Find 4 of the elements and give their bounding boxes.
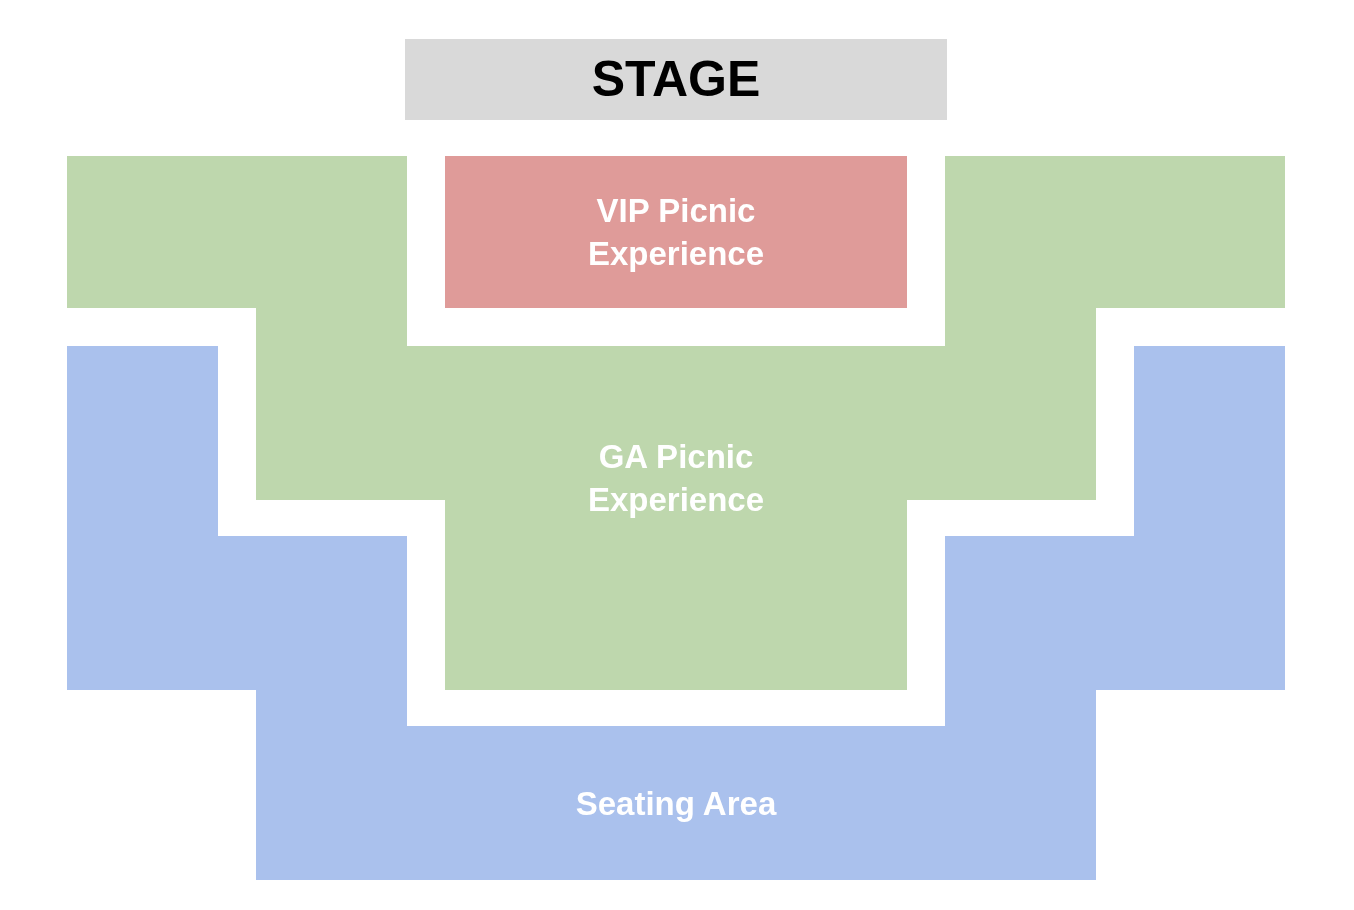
stage-label: STAGE	[591, 50, 761, 109]
section-label: GA Picnic Experience	[586, 437, 766, 520]
section-label: VIP Picnic Experience	[586, 191, 766, 274]
section-label: Seating Area	[575, 783, 777, 824]
